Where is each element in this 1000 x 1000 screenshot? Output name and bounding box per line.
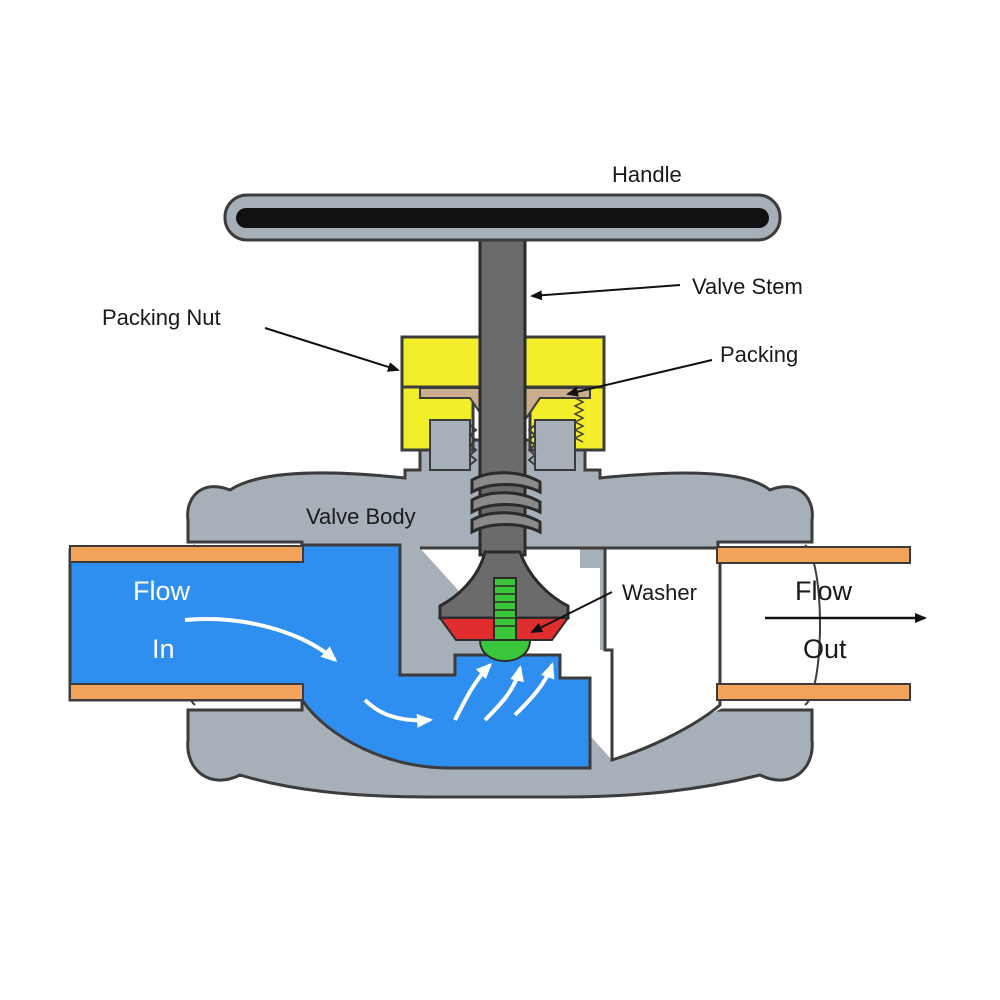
flow-in-label-line1: Flow xyxy=(133,576,191,606)
flow-out-label-line2: Out xyxy=(803,634,847,664)
flow-out-label-line1: Flow xyxy=(795,576,853,606)
packing-arrow xyxy=(566,359,713,397)
packing-nut-arrow xyxy=(264,327,400,372)
valve-stem-arrow xyxy=(530,284,681,301)
outlet-pipe-top xyxy=(716,546,911,564)
washer-screw xyxy=(478,577,532,662)
flow-arrows xyxy=(184,617,555,728)
packing-nut-label: Packing Nut xyxy=(102,305,221,330)
inlet-pipe-top xyxy=(69,545,304,563)
washer-label: Washer xyxy=(622,580,697,605)
outlet-pipe-bottom xyxy=(716,683,911,701)
handle xyxy=(223,193,782,242)
valve-stem-label: Valve Stem xyxy=(692,274,803,299)
packing-label: Packing xyxy=(720,342,798,367)
valve-body-label: Valve Body xyxy=(306,504,416,529)
stem-threads xyxy=(470,471,542,535)
handle-label: Handle xyxy=(612,162,682,187)
inlet-pipe-bottom xyxy=(69,683,304,701)
outlet-chamber-fill xyxy=(420,546,722,763)
washer-arrow xyxy=(530,591,613,633)
bonnet-threads xyxy=(429,397,585,471)
flow-in-label-line2: In xyxy=(152,634,175,664)
